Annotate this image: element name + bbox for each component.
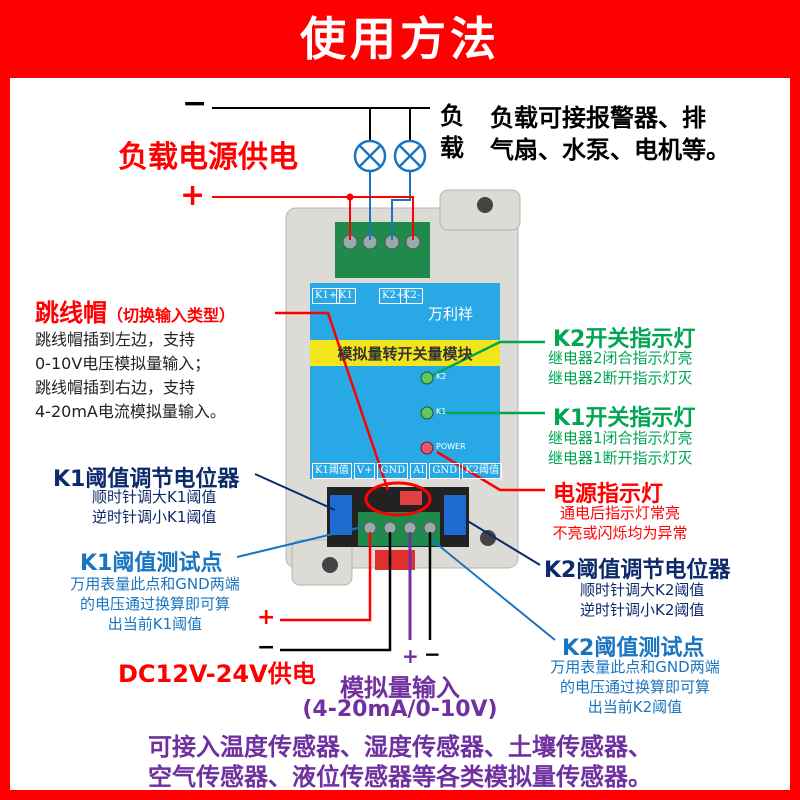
jumper-cap xyxy=(400,491,422,505)
mount-tab-bottom xyxy=(291,539,353,586)
k2-pot-desc: 顺时针调大K2阈值逆时针调小K2阈值 xyxy=(580,581,705,619)
k1-test-title: K1阈值测试点 xyxy=(80,551,223,576)
k2-test-desc: 万用表量此点和GND两端的电压通过换算即可算出当前K2阈值 xyxy=(550,658,720,716)
jumper-title: 跳线帽（切换输入类型） xyxy=(35,299,236,327)
k2-test-title: K2阈值测试点 xyxy=(562,636,705,661)
terminal-label: K2+ xyxy=(379,288,408,304)
k1-led-desc: 继电器1闭合指示灯亮继电器1断开指示灯灭 xyxy=(548,429,693,467)
k2-pot-title: K2阈值调节电位器 xyxy=(544,558,731,583)
k1-led-title: K1开关指示灯 xyxy=(553,406,696,431)
lamp-icons xyxy=(353,139,427,173)
terminal-label: AI xyxy=(410,463,428,479)
mount-hole-bottom xyxy=(322,557,338,573)
terminal-label: K1+ xyxy=(312,288,341,304)
power-supply-label: DC12V-24V供电 xyxy=(118,660,316,688)
load-minus-sign: − xyxy=(182,86,208,121)
analog-plus-sign: + xyxy=(402,644,419,668)
terminal-label: GND xyxy=(429,463,461,479)
k1-test-desc: 万用表量此点和GND两端的电压通过换算即可算出当前K1阈值 xyxy=(70,575,240,633)
module-title: 模拟量转开关量模块 xyxy=(337,345,473,363)
power-minus-sign: − xyxy=(257,635,276,660)
load-label: 负载 xyxy=(440,102,464,162)
terminal-label: V+ xyxy=(353,463,376,479)
terminal-label: GND xyxy=(377,463,409,479)
sensor-list-line1: 可接入温度传感器、湿度传感器、土壤传感器、 xyxy=(148,733,652,761)
k1-led xyxy=(420,406,434,420)
page-title: 使用方法 xyxy=(0,0,800,78)
module-panel xyxy=(310,283,500,479)
load-plus-sign: + xyxy=(180,178,206,213)
mount-hole-right xyxy=(480,530,496,546)
terminal-label: K2- xyxy=(400,288,424,304)
analog-input-range: (4-20mA/0-10V) xyxy=(302,697,498,722)
analog-input-title: 模拟量输入 xyxy=(340,674,460,702)
analog-minus-sign: − xyxy=(424,642,441,666)
connector-tab xyxy=(375,550,415,570)
led-label: K2 xyxy=(436,372,447,381)
jumper-highlight xyxy=(364,481,432,517)
module-bottom-terminals: K1阈值 V+ GND AI GND K2阈值 xyxy=(312,463,502,479)
brand-logo: 万利祥 xyxy=(428,305,474,323)
k1-pot-desc: 顺时针调大K1阈值逆时针调小K1阈值 xyxy=(92,488,217,526)
terminal-label: K2阈值 xyxy=(462,463,502,479)
sensor-list-line2: 空气传感器、液位传感器等各类模拟量传感器。 xyxy=(148,763,652,791)
terminal-label: K1阈值 xyxy=(312,463,352,479)
power-led-title: 电源指示灯 xyxy=(553,482,664,507)
load-description: 负载可接报警器、排气扇、水泵、电机等。 xyxy=(490,104,730,164)
load-supply-label: 负载电源供电 xyxy=(118,140,298,175)
led-label: POWER xyxy=(436,442,466,451)
k2-led-desc: 继电器2闭合指示灯亮继电器2断开指示灯灭 xyxy=(548,349,693,387)
k2-led xyxy=(420,371,434,385)
mount-hole-top xyxy=(477,197,493,213)
led-label: K1 xyxy=(436,407,447,416)
power-plus-sign: + xyxy=(257,605,276,630)
terminal-label: K1 xyxy=(336,288,356,304)
k2-potentiometer xyxy=(444,495,466,535)
k1-potentiometer xyxy=(330,495,352,535)
power-led xyxy=(420,441,434,455)
k2-led-title: K2开关指示灯 xyxy=(553,327,696,352)
k1-pot-title: K1阈值调节电位器 xyxy=(53,467,240,492)
power-led-desc: 通电后指示灯常亮不亮或闪烁均为异常 xyxy=(552,504,688,542)
